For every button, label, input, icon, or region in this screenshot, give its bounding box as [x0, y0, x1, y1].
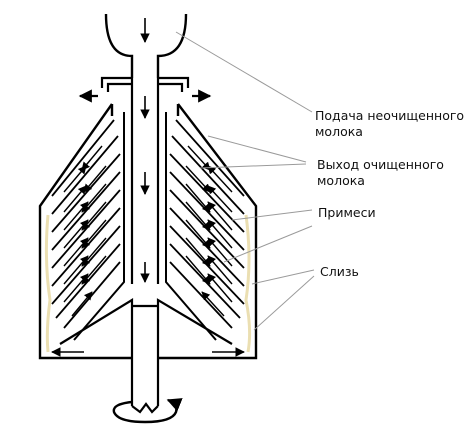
- label-impurities: Примеси: [318, 205, 376, 220]
- diagonal-arrow-icon: [185, 145, 233, 317]
- drive-shaft: [130, 306, 160, 414]
- label-raw-milk-feed: Подача неочищенного молока: [315, 108, 465, 139]
- disc-stack-left: [51, 119, 121, 329]
- rotation-arrow-icon: [112, 398, 183, 424]
- separator-bowl: [38, 103, 258, 360]
- label-clean-milk-outlet: Выход очищенного молока: [317, 157, 444, 188]
- slime-layer: [44, 214, 252, 353]
- diagonal-arrow-icon: [63, 145, 107, 317]
- disc-stack-inner: [73, 112, 217, 341]
- label-slime: Слизь: [320, 264, 359, 279]
- central-feed-tube: [130, 78, 160, 284]
- feed-funnel: [104, 13, 188, 78]
- outlet-spout-left: [78, 76, 132, 103]
- bowl-base: [59, 298, 233, 345]
- outlet-spout-right: [158, 76, 212, 103]
- leader-lines: [175, 31, 315, 331]
